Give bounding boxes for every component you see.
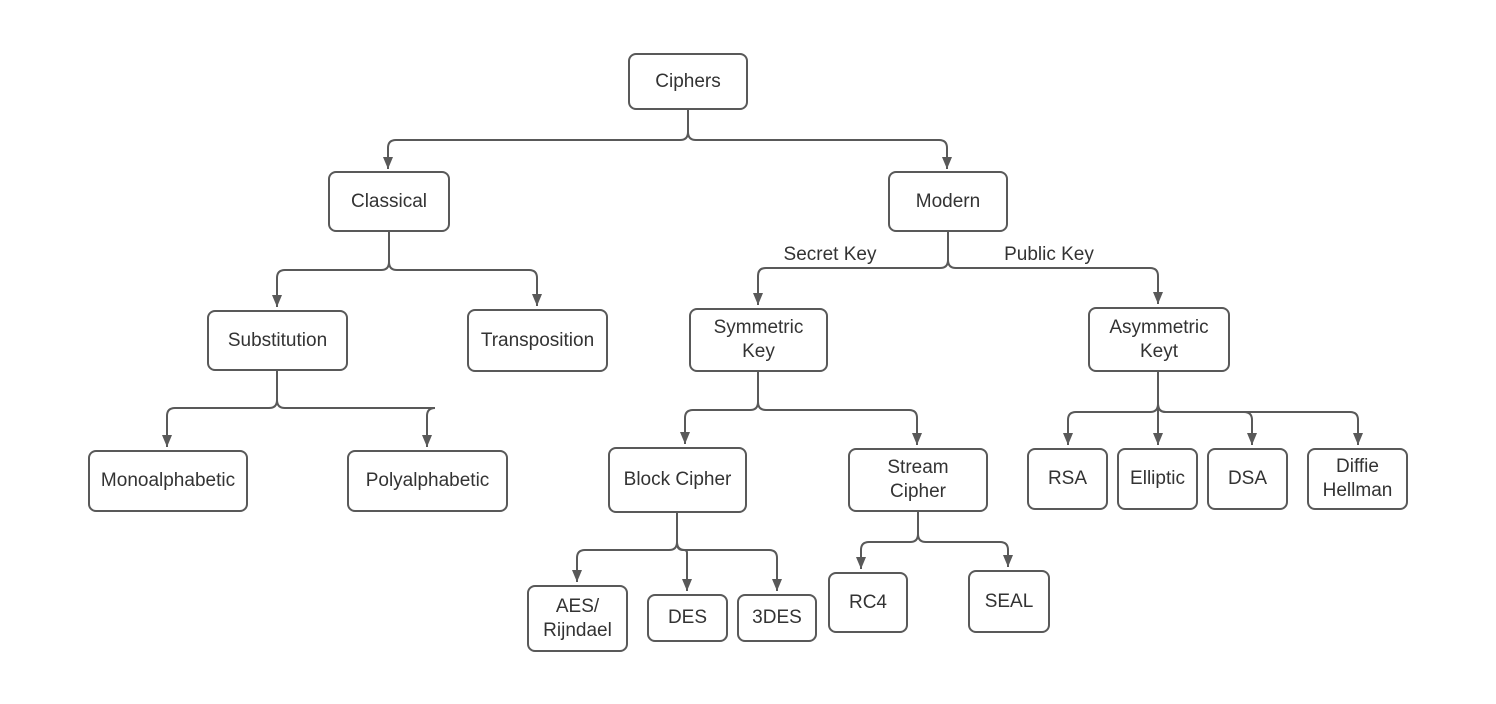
node-aes-rijndael-line1: AES/ [555,595,600,617]
node-block-cipher: Block Cipher [608,447,747,513]
node-diffie-hellman-line2: Hellman [1322,480,1393,501]
node-dsa-label: DSA [1227,468,1268,489]
node-polyalphabetic-label: Polyalphabetic [365,470,490,491]
node-symmetric-key: Symmetric Key [689,308,828,372]
node-symmetric-key-line1: Symmetric [713,317,804,338]
node-polyalphabetic: Polyalphabetic [347,450,508,512]
edge-stream-rc4 [856,512,919,569]
node-elliptic-label: Elliptic [1130,468,1185,489]
node-transposition: Transposition [467,309,608,372]
node-modern-label: Modern [915,190,981,212]
node-monoalphabetic-label: Monoalphabetic [100,470,236,491]
edge-label-public-key: Public Key [1004,244,1094,265]
edge-asymmetric-diffie-hellman [1157,372,1363,445]
node-aes-rijndael: AES/ Rijndael [527,585,628,652]
node-stream-cipher-line1: Stream [887,457,949,478]
node-rc4-label: RC4 [848,591,887,613]
edge-label-secret-key: Secret Key [783,244,877,265]
node-diffie-hellman: Diffie Hellman [1307,448,1408,510]
node-asymmetric-keyt: Asymmetric Keyt [1088,307,1230,372]
node-asymmetric-keyt-line2: Keyt [1139,340,1179,362]
node-seal-label: SEAL [984,590,1034,612]
node-dsa: DSA [1207,448,1288,510]
node-substitution-label: Substitution [227,329,328,351]
edge-asymmetric-rsa [1063,372,1159,445]
node-transposition-label: Transposition [480,329,595,351]
node-elliptic: Elliptic [1117,448,1198,510]
edge-ciphers-modern [687,110,952,169]
node-stream-cipher-line2: Cipher [890,481,946,502]
node-rc4: RC4 [828,572,908,633]
edge-symmetric-block-cipher [680,372,759,444]
node-classical: Classical [328,171,450,232]
edge-ciphers-classical [383,110,689,169]
edge-stream-seal [917,512,1013,567]
edge-substitution-polyalphabetic [276,370,436,447]
edge-classical-transposition [388,231,542,306]
node-3des-label: 3DES [752,607,802,628]
node-rsa: RSA [1027,448,1108,510]
node-symmetric-key-line2: Key [742,341,775,362]
node-classical-label: Classical [350,190,428,212]
node-des: DES [647,594,728,642]
node-block-cipher-label: Block Cipher [623,469,732,490]
node-aes-rijndael-line2: Rijndael [543,619,612,641]
node-seal: SEAL [968,570,1050,633]
node-diffie-hellman-line1: Diffie [1336,456,1379,477]
edge-symmetric-stream-cipher [757,372,922,445]
node-modern: Modern [888,171,1008,232]
edge-modern-asymmetric-keyt [947,231,1163,304]
node-asymmetric-keyt-line1: Asymmetric [1109,316,1209,338]
node-ciphers-label: Ciphers [655,70,721,92]
edge-block-3des [676,513,782,591]
node-stream-cipher: Stream Cipher [848,448,988,512]
edge-classical-substitution [272,231,390,307]
edge-asymmetric-dsa [1157,372,1257,445]
node-rsa-label: RSA [1047,468,1088,489]
edge-substitution-monoalphabetic [162,370,278,447]
edge-block-aes-rijndael [572,513,678,582]
node-ciphers: Ciphers [628,53,748,110]
edge-block-des [676,513,692,591]
node-des-label: DES [667,607,708,628]
node-3des: 3DES [737,594,817,642]
node-monoalphabetic: Monoalphabetic [88,450,248,512]
node-substitution: Substitution [207,310,348,371]
